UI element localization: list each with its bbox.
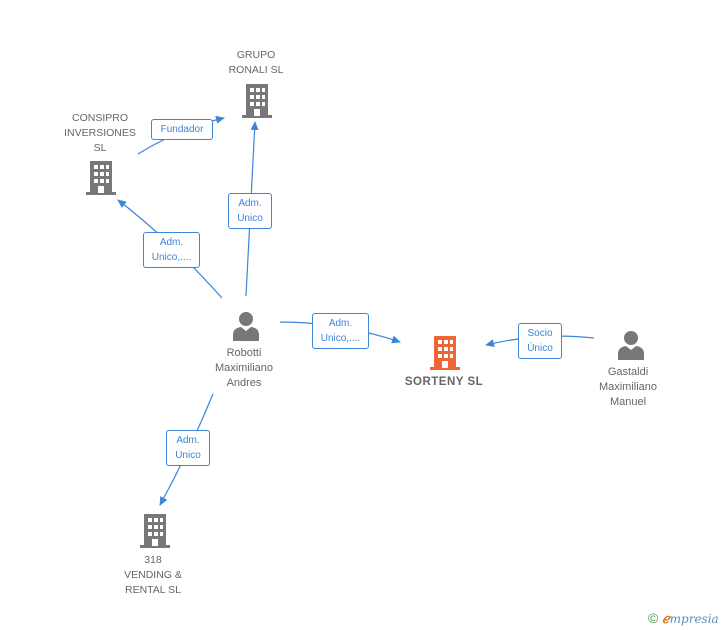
brand-logo-text: mpresia	[669, 612, 719, 626]
person-icon	[618, 331, 644, 360]
node-label-vending: 318 VENDING & RENTAL SL	[124, 554, 182, 596]
node-label-grupo-ronali: GRUPO RONALI SL	[228, 49, 284, 76]
node-label-gastaldi: Gastaldi Maximiliano Manuel	[598, 366, 658, 408]
copyright-symbol: ©	[648, 610, 659, 626]
node-label-robotti: Robotti Maximiliano Andres	[214, 347, 274, 389]
edge-label-fundador: Fundador	[151, 119, 213, 140]
building-icon	[242, 84, 272, 118]
brand-logo-initial: ℯ	[661, 612, 670, 627]
edge-label-adm-ronali: Adm. Unico	[228, 193, 272, 229]
brand-footer: © ℯmpresia	[648, 610, 719, 627]
building-icon	[140, 514, 170, 548]
node-label-consipro: CONSIPRO INVERSIONES SL	[64, 112, 136, 154]
building-icon	[86, 161, 116, 195]
edge-label-adm-sorteny: Adm. Unico,....	[312, 313, 369, 349]
edge-label-socio-unico: Socio Único	[518, 323, 562, 359]
edge-label-adm-consipro: Adm. Unico,....	[143, 232, 200, 268]
person-icon	[233, 312, 259, 341]
node-label-sorteny: SORTENY SL	[404, 376, 484, 388]
edge-label-adm-vending: Adm. Unico	[166, 430, 210, 466]
building-icon	[430, 336, 460, 370]
